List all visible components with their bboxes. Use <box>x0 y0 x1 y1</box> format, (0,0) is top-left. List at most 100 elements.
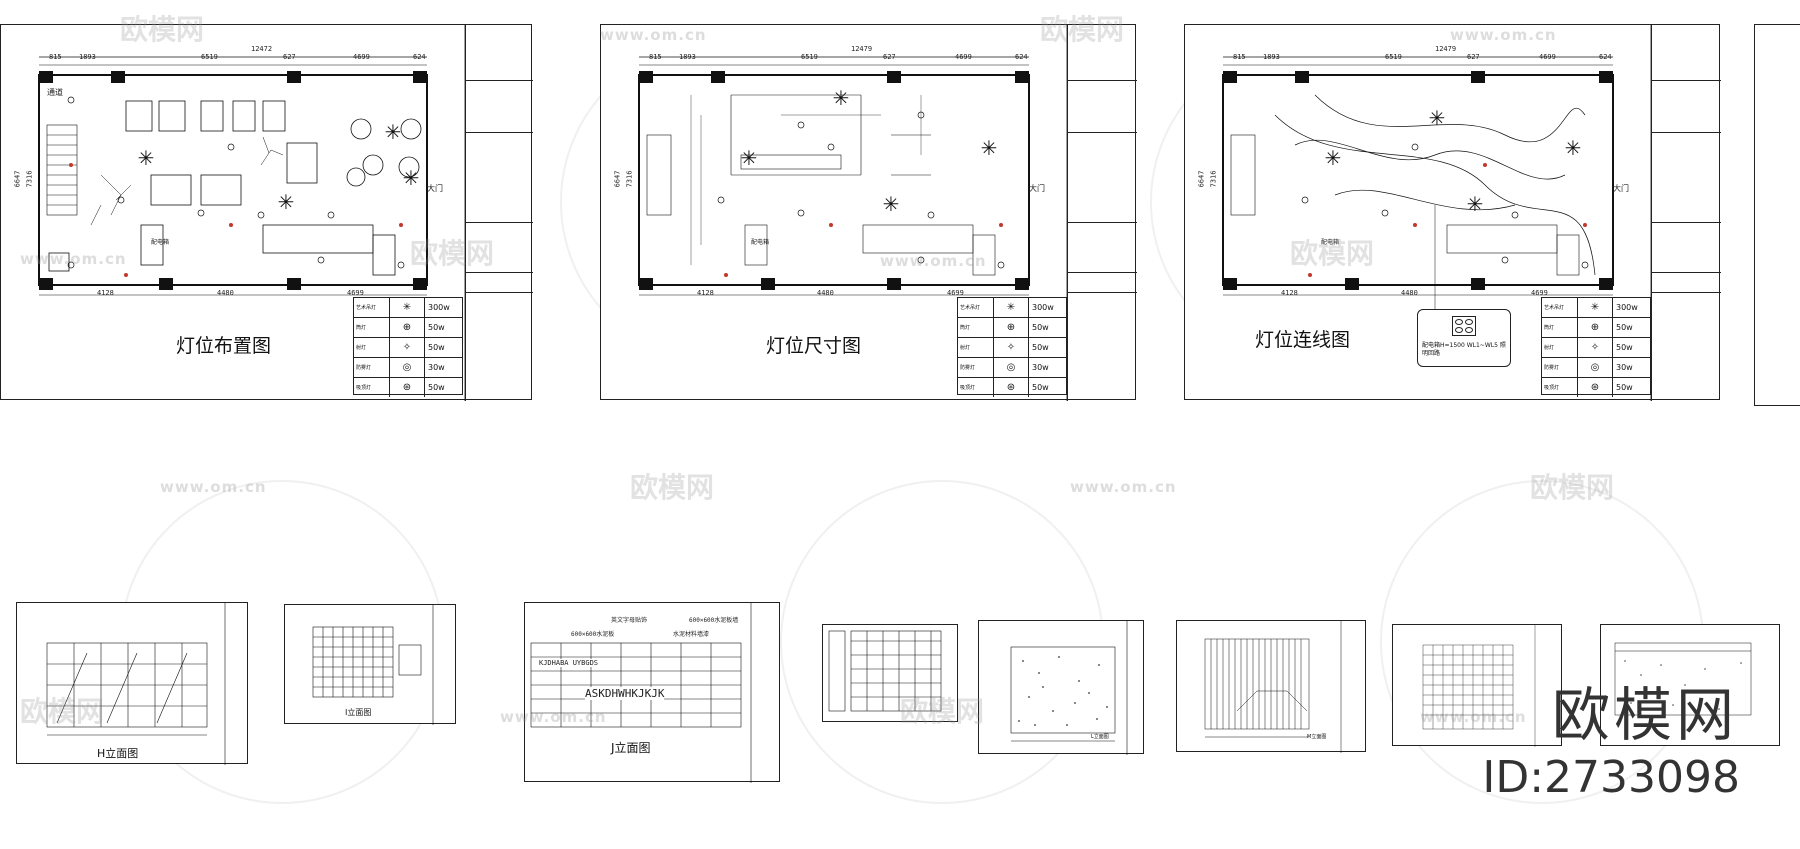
title-block-cell <box>1652 223 1721 273</box>
label-main-door: 大门 <box>1029 184 1045 193</box>
legend-name: 射灯 <box>1542 338 1578 357</box>
svg-text:✳: ✳ <box>833 86 850 110</box>
legend-row: 防雾灯◎30w <box>958 358 1066 378</box>
dim-overall: 12472 <box>251 45 273 53</box>
j-note-3: 600×600水泥板墙 <box>689 617 739 624</box>
chandelier-icon: ✳ <box>1578 298 1613 317</box>
dim-bottom-3: 4699 <box>347 289 364 297</box>
dim-top-2: 1893 <box>79 53 96 61</box>
panel-switch-icon <box>1452 316 1476 336</box>
dim-bottom-2: 4480 <box>1401 289 1418 297</box>
downlight-icon: ⊕ <box>994 318 1029 337</box>
dim-side-1: 6647 <box>13 170 22 188</box>
chandelier-icon: ✳ <box>994 298 1029 317</box>
legend-row: 防雾灯◎30w <box>1542 358 1650 378</box>
j-note-4: 水泥材料墙漆 <box>673 631 710 638</box>
title-block <box>465 25 533 401</box>
floor-plan-drawing: ✳ ✳ ✳ ✳ <box>638 25 1068 401</box>
elevation-drawing <box>1614 642 1752 716</box>
ceiling-light-icon: ⊛ <box>1578 378 1613 397</box>
elevation-drawing <box>1010 621 1128 755</box>
svg-text:✳: ✳ <box>278 190 295 214</box>
dim-bottom-3: 4699 <box>1531 289 1548 297</box>
elevation-drawing <box>46 603 226 765</box>
floor-plan-drawing: ✳✳✳ ✳ <box>38 25 466 401</box>
plan-sheet-partial <box>1754 24 1800 406</box>
downlight-icon: ⊕ <box>1578 318 1613 337</box>
label-distribution-box: 配电箱 <box>1321 239 1340 246</box>
fog-light-icon: ◎ <box>1578 358 1613 377</box>
legend-name: 筒灯 <box>354 318 390 337</box>
legend-row: 射灯✧50w <box>354 338 462 358</box>
title-block <box>1651 25 1721 401</box>
title-block-cell <box>466 25 533 81</box>
legend-watt: 50w <box>1616 323 1633 332</box>
legend-watt: 300w <box>428 303 450 312</box>
dim-top-4: 627 <box>883 53 896 61</box>
elevation-title-j: J立面图 <box>611 741 651 755</box>
elevation-title-h: H立面图 <box>97 747 139 760</box>
watermark-url: www.om.cn <box>160 478 267 496</box>
dim-top-3: 6519 <box>1385 53 1402 61</box>
legend-watt: 50w <box>1616 343 1633 352</box>
watermark-url: www.om.cn <box>1070 478 1177 496</box>
legend-row: 艺术吊灯✳300w <box>354 298 462 318</box>
svg-text:✳: ✳ <box>1429 106 1446 130</box>
fog-light-icon: ◎ <box>390 358 425 377</box>
legend-name: 吸顶灯 <box>958 378 994 397</box>
legend-name: 筒灯 <box>958 318 994 337</box>
svg-text:✳: ✳ <box>981 136 998 160</box>
j-sign-small: KJDHABA UYBGDS <box>539 659 599 667</box>
svg-text:✳: ✳ <box>1325 146 1342 170</box>
elevation-title-m: M立面图 <box>1307 734 1327 740</box>
legend-watt: 50w <box>428 343 445 352</box>
legend-row: 艺术吊灯✳300w <box>1542 298 1650 318</box>
plan-title-wiring: 灯位连线图 <box>1255 329 1351 351</box>
legend-name: 艺术吊灯 <box>958 298 994 317</box>
legend-watt: 50w <box>1032 383 1049 392</box>
elevation-title-l: L立面图 <box>1091 734 1109 740</box>
legend-name: 射灯 <box>354 338 390 357</box>
legend-table: 艺术吊灯✳300w 筒灯⊕50w 射灯✧50w 防雾灯◎30w 吸顶灯⊛50w <box>353 297 463 397</box>
watermark-url: www.om.cn <box>880 252 987 270</box>
title-block-cell <box>1652 81 1721 133</box>
title-block-cell <box>466 133 533 223</box>
dim-top-4: 627 <box>1467 53 1480 61</box>
svg-text:✳: ✳ <box>1467 192 1484 216</box>
model-id: ID:2733098 <box>1482 752 1740 803</box>
spotlight-icon: ✧ <box>1578 338 1613 357</box>
legend-watt: 50w <box>1616 383 1633 392</box>
legend-row: 筒灯⊕50w <box>1542 318 1650 338</box>
plan-title-layout: 灯位布置图 <box>176 335 272 357</box>
dim-top-5: 4699 <box>955 53 972 61</box>
title-block-cell <box>1068 293 1137 401</box>
ceiling-light-icon: ⊛ <box>390 378 425 397</box>
watermark-url: www.om.cn <box>1420 708 1527 726</box>
title-block-cell <box>1068 25 1137 81</box>
legend-watt: 50w <box>428 383 445 392</box>
legend-watt: 300w <box>1032 303 1054 312</box>
j-note-1: 英文字母贴饰 <box>611 617 648 624</box>
elevation-drawing <box>1204 621 1342 753</box>
legend-watt: 30w <box>1616 363 1633 372</box>
dim-top-6: 624 <box>1015 53 1028 61</box>
spotlight-icon: ✧ <box>390 338 425 357</box>
watermark-url: www.om.cn <box>600 26 707 44</box>
legend-watt: 50w <box>428 323 445 332</box>
elevation-drawing <box>312 605 434 725</box>
legend-table: 艺术吊灯✳300w 筒灯⊕50w 射灯✧50w 防雾灯◎30w 吸顶灯⊛50w <box>957 297 1067 397</box>
legend-name: 艺术吊灯 <box>1542 298 1578 317</box>
legend-name: 防雾灯 <box>1542 358 1578 377</box>
legend-row: 筒灯⊕50w <box>958 318 1066 338</box>
legend-watt: 50w <box>1032 343 1049 352</box>
elevation-drawing <box>828 630 942 712</box>
elevation-drawing <box>1422 625 1536 747</box>
label-corridor: 通道 <box>47 88 63 97</box>
title-block-cell <box>1652 25 1721 81</box>
svg-text:✳: ✳ <box>741 146 758 170</box>
dim-bottom-2: 4480 <box>817 289 834 297</box>
label-main-door: 大门 <box>1613 184 1629 193</box>
dim-top-5: 4699 <box>353 53 370 61</box>
fog-light-icon: ◎ <box>994 358 1029 377</box>
legend-row: 射灯✧50w <box>1542 338 1650 358</box>
